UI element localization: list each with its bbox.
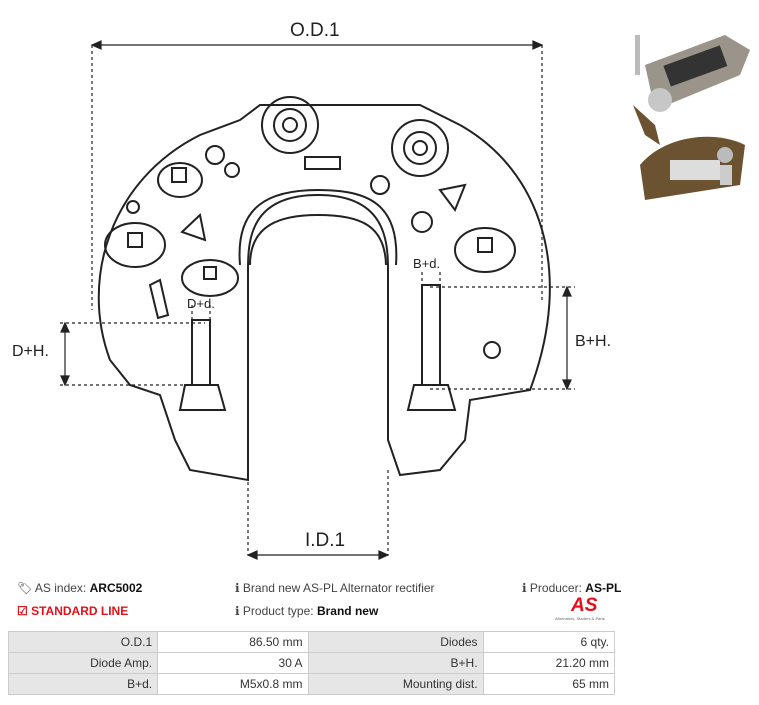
table-row: Diode Amp.30 A B+H.21.20 mm (7, 652, 616, 674)
product-photos (633, 35, 750, 200)
tags-icon: 🏷 (17, 581, 33, 595)
inner-hole-rim (238, 188, 398, 266)
bh-label: B+H. (575, 333, 612, 350)
dh-label: D+H. (12, 343, 49, 360)
bd-label: B+d. (413, 256, 441, 271)
dd-label: D+d. (187, 296, 215, 311)
as-pl-logo: AS Alternators, Starters & Parts (555, 595, 605, 621)
rectifier-technical-drawing (60, 40, 575, 560)
as-index-value: ARC5002 (89, 581, 143, 595)
info-icon: ℹ (235, 581, 240, 595)
info-icon: ℹ (522, 581, 527, 595)
rectifier-body-outline (97, 104, 551, 482)
description: ℹ Brand new AS-PL Alternator rectifier (235, 581, 435, 595)
standard-line-badge: ☑ STANDARD LINE (17, 604, 129, 618)
product-photo-top (633, 35, 750, 145)
bolt-left (191, 319, 211, 386)
info-icon: ℹ (235, 604, 240, 618)
od1-label: O.D.1 (290, 20, 340, 41)
bolt-right (421, 284, 441, 386)
producer: ℹ Producer: AS-PL (522, 581, 622, 595)
checkbox-icon: ☑ (17, 604, 28, 618)
table-row: B+d.M5x0.8 mm Mounting dist.65 mm (7, 673, 616, 695)
id1-label: I.D.1 (305, 530, 346, 551)
as-index: 🏷 AS index: ARC5002 (17, 581, 143, 595)
product-type: ℹ Product type: Brand new (235, 604, 379, 618)
product-photo-bottom (640, 136, 745, 200)
